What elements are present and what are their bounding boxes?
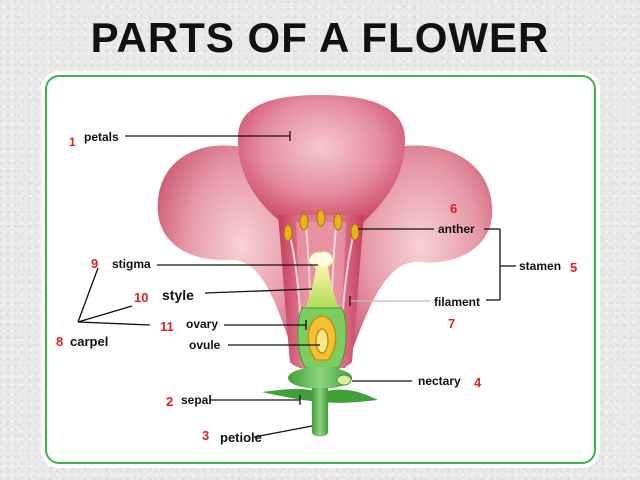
label-ovule: ovule [189,338,221,352]
num-stamen: 5 [570,260,577,275]
label-nectary: nectary [418,374,461,388]
top-petal [237,95,405,225]
label-anther: anther [438,222,475,236]
left-sepal [262,388,318,402]
label-ovary: ovary [186,317,218,331]
num-sepal: 2 [166,394,173,409]
anthers [283,209,360,242]
label-stamen: stamen [519,259,561,273]
style [304,266,340,312]
num-nectary: 4 [474,375,482,390]
petiole-stem [312,388,328,437]
num-filament: 7 [448,316,455,331]
label-sepal: sepal [181,393,212,407]
num-petiole: 3 [202,428,209,443]
ovule [315,328,329,354]
label-carpel: carpel [70,334,108,349]
num-stigma: 9 [91,256,98,271]
label-style: style [162,287,194,303]
receptacle [288,367,352,389]
num-petals: 1 [69,135,76,149]
num-ovary: 11 [160,319,174,334]
nectary-shape [336,374,352,386]
label-petiole: petiole [220,430,262,445]
label-stigma: stigma [112,257,151,271]
num-style: 10 [134,290,148,305]
page-title: PARTS OF A FLOWER [90,14,550,61]
num-carpel: 8 [56,334,63,349]
leader-lines [77,131,516,438]
num-anther: 6 [450,201,457,216]
label-filament: filament [434,295,480,309]
stigma [307,250,335,269]
label-petals: petals [84,130,119,144]
right-sepal [322,389,378,403]
